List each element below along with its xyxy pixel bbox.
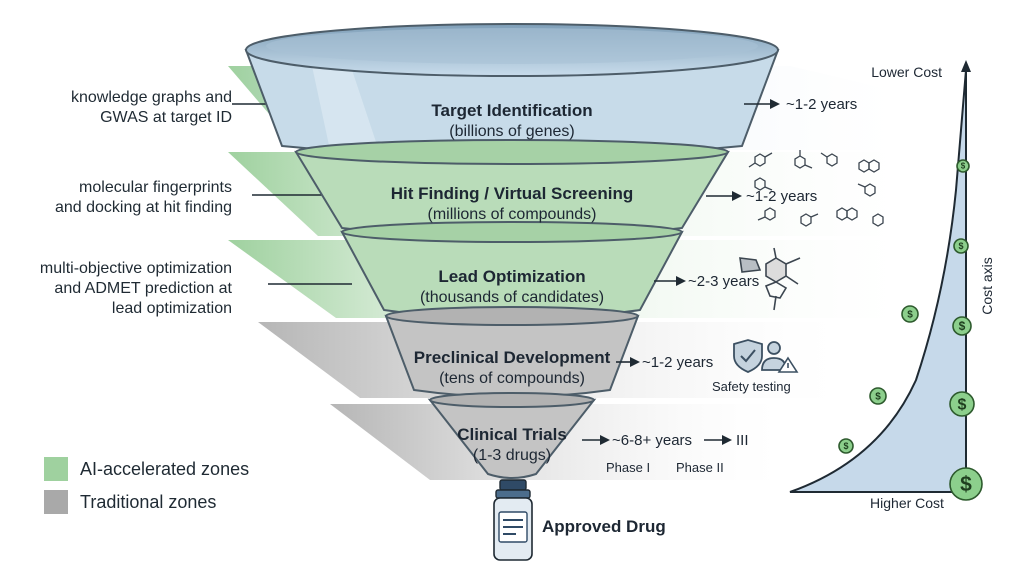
legend-traditional-zones: Traditional zones [44, 490, 216, 514]
phase-iii-label: III [736, 432, 749, 449]
dollar-coin-icon [953, 238, 969, 254]
lower-cost-label: Lower Cost [871, 64, 942, 80]
duration-label: ~2-3 years [688, 273, 759, 290]
annotation-lead-optimization: multi-objective optimization and ADMET p… [40, 259, 232, 319]
phase-ii-label: Phase II [676, 460, 724, 475]
stage-subtitle-hit-finding: (millions of compounds) [428, 206, 597, 223]
dollar-coin-icon [949, 391, 975, 417]
molecule-icons [748, 150, 884, 227]
phase-i-label: Phase I [606, 460, 650, 475]
legend-swatch-ai [44, 457, 68, 481]
annotation-line: knowledge graphs and [70, 89, 232, 106]
dollar-coin-icon [949, 467, 983, 501]
duration-lead-optimization: ~2-3 years [654, 273, 759, 290]
legend-label-traditional: Traditional zones [80, 491, 217, 512]
dollar-symbol: $ [959, 319, 966, 333]
approved-drug-vial-icon [493, 479, 533, 561]
dollar-coin-icon [956, 159, 970, 173]
dollar-symbol: $ [907, 310, 913, 321]
dollar-coin-icon [869, 387, 887, 405]
annotation-line: molecular fingerprints [79, 179, 232, 196]
annotation-line: and ADMET prediction at [54, 280, 232, 297]
cost-coins: $ $ $ $ $ $ $ $ [838, 159, 983, 501]
duration-preclinical: ~1-2 years Safety testing [616, 354, 791, 394]
annotation-target-id: knowledge graphs and GWAS at target ID [71, 88, 232, 128]
duration-label: ~1-2 years [786, 96, 857, 113]
approved-drug-label: Approved Drug [542, 517, 666, 536]
higher-cost-label: Higher Cost [870, 495, 944, 511]
duration-target-id: ~1-2 years [744, 96, 857, 113]
dollar-symbol: $ [958, 241, 963, 251]
annotation-line: multi-objective optimization [39, 260, 232, 277]
cost-curve-area [789, 69, 967, 493]
stage-subtitle-preclinical: (tens of compounds) [439, 370, 585, 387]
shield-icon [733, 339, 763, 373]
funnel-stage-target-id [244, 23, 780, 158]
dollar-symbol: $ [958, 396, 967, 413]
optimized-molecule-icon [739, 247, 801, 311]
duration-clinical: ~6-8+ years III Phase I Phase II [582, 432, 749, 475]
legend-label-ai: AI-accelerated zones [80, 458, 250, 479]
stage-subtitle-target-id: (billions of genes) [449, 123, 574, 140]
stage-title-preclinical: Preclinical Development [414, 348, 611, 367]
dollar-symbol: $ [961, 162, 966, 171]
dollar-coin-icon [838, 438, 854, 454]
dollar-coin-icon [901, 305, 919, 323]
stage-title-target-id: Target Identification [431, 101, 592, 120]
stage-subtitle-lead-optimization: (thousands of candidates) [420, 289, 604, 306]
dollar-symbol: $ [960, 473, 972, 496]
person-warning-icon [761, 341, 799, 373]
dollar-symbol: $ [875, 392, 881, 403]
legend-swatch-traditional [44, 490, 68, 514]
dollar-coin-icon [952, 316, 972, 336]
funnel-stage-clinical [427, 392, 597, 479]
annotation-line: and docking at hit finding [54, 199, 232, 216]
duration-hit-finding: ~1-2 years [706, 188, 817, 205]
annotation-hit-finding: molecular fingerprints and docking at hi… [55, 178, 232, 218]
cost-axis: Lower Cost Higher Cost Cost axis [789, 60, 995, 511]
duration-label: ~1-2 years [642, 354, 713, 371]
stage-subtitle-clinical: (1-3 drugs) [473, 447, 551, 464]
dollar-symbol: $ [843, 441, 848, 451]
duration-label: ~1-2 years [746, 188, 817, 205]
safety-testing-label: Safety testing [712, 379, 791, 394]
stage-title-clinical: Clinical Trials [457, 425, 567, 444]
duration-label: ~6-8+ years [612, 432, 692, 449]
cost-axis-label: Cost axis [979, 257, 995, 315]
stage-title-hit-finding: Hit Finding / Virtual Screening [391, 184, 633, 203]
annotation-line: lead optimization [111, 300, 232, 317]
legend-ai-zones: AI-accelerated zones [44, 457, 249, 481]
stage-title-lead-optimization: Lead Optimization [438, 267, 585, 286]
annotation-line: GWAS at target ID [100, 109, 232, 126]
